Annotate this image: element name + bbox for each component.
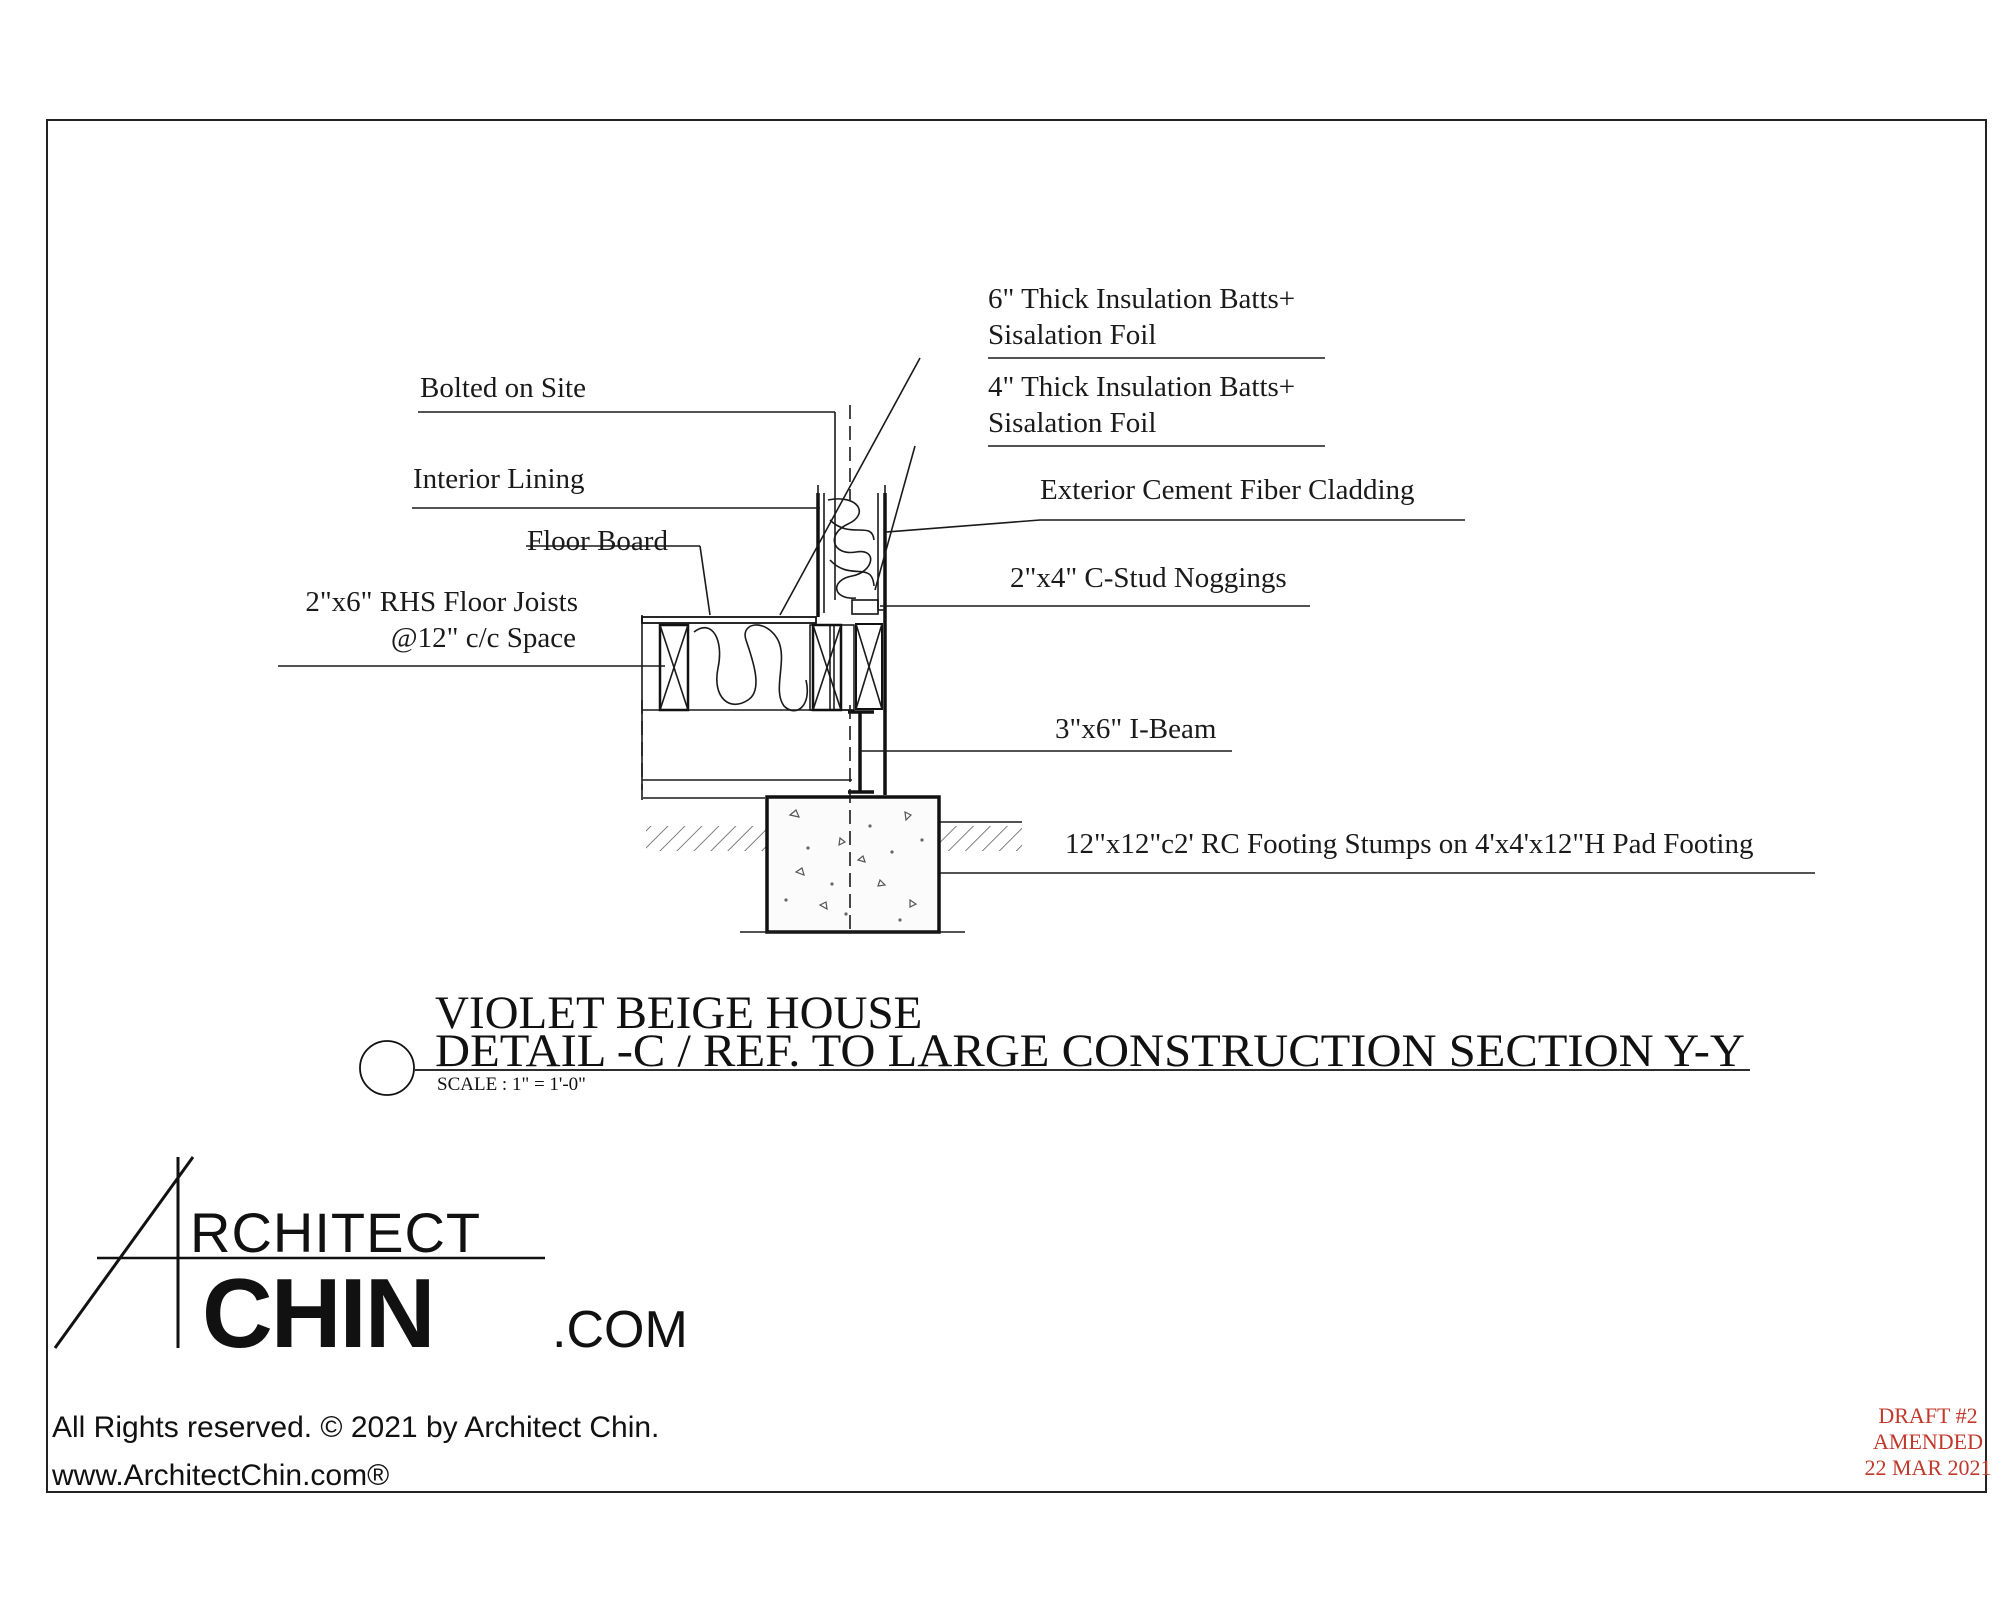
title-line-1: VIOLET BEIGE HOUSE [435,987,922,1039]
leader-lines [278,357,1815,874]
c-stud-noggings [851,599,883,710]
i-beam [848,710,874,794]
label-exterior-cladding: Exterior Cement Fiber Cladding [1040,474,1415,506]
label-interior-lining: Interior Lining [413,463,585,495]
label-insulation-4in-2: Sisalation Foil [988,407,1156,439]
website-text: www.ArchitectChin.com® [51,1459,389,1492]
logo-text-rchitect: RCHITECT [190,1201,481,1264]
logo-text-chin: CHIN [202,1258,434,1368]
label-floor-board: Floor Board [527,525,668,557]
earth-hatch-right [940,826,1022,851]
label-noggings: 2"x4" C-Stud Noggings [1010,562,1287,594]
floor-insulation-batt [693,624,809,712]
label-footing: 12"x12"c2' RC Footing Stumps on 4'x4'x12… [1065,828,1753,860]
draft-line-1: DRAFT #2 [1878,1403,1977,1428]
floor-joists [658,623,843,712]
draft-line-2: AMENDED [1873,1429,1983,1454]
rc-footing-stump [740,795,965,934]
label-joists-1: 2"x6" RHS Floor Joists [305,586,578,618]
title-block: VIOLET BEIGE HOUSE DETAIL -C / REF. TO L… [359,987,1750,1096]
wall-assembly [816,485,887,795]
label-insulation-6in-1: 6" Thick Insulation Batts+ [988,283,1295,315]
architect-chin-logo: RCHITECT CHIN .COM [53,1156,688,1368]
label-joists-2: @12" c/c Space [391,622,576,654]
label-i-beam: 3"x6" I-Beam [1055,713,1217,745]
scale-text: SCALE : 1" = 1'-0" [437,1074,586,1095]
detail-marker-circle [359,1040,415,1096]
title-line-2: DETAIL -C / REF. TO LARGE CONSTRUCTION S… [435,1025,1745,1077]
label-insulation-6in-2: Sisalation Foil [988,319,1156,351]
draft-line-3: 22 MAR 2021 [1864,1455,1991,1480]
label-bolted-on-site: Bolted on Site [420,372,586,404]
floor-board [641,616,817,624]
sheet-border [46,119,1987,1493]
copyright-text: All Rights reserved. © 2021 by Architect… [52,1411,659,1444]
draft-stamp: DRAFT #2 AMENDED 22 MAR 2021 [1864,1403,1991,1480]
label-insulation-4in-1: 4" Thick Insulation Batts+ [988,371,1295,403]
section-drawing [641,405,1022,935]
earth-hatch-left [646,826,766,851]
wall-insulation-batt [827,498,872,599]
logo-text-com: .COM [552,1301,688,1359]
